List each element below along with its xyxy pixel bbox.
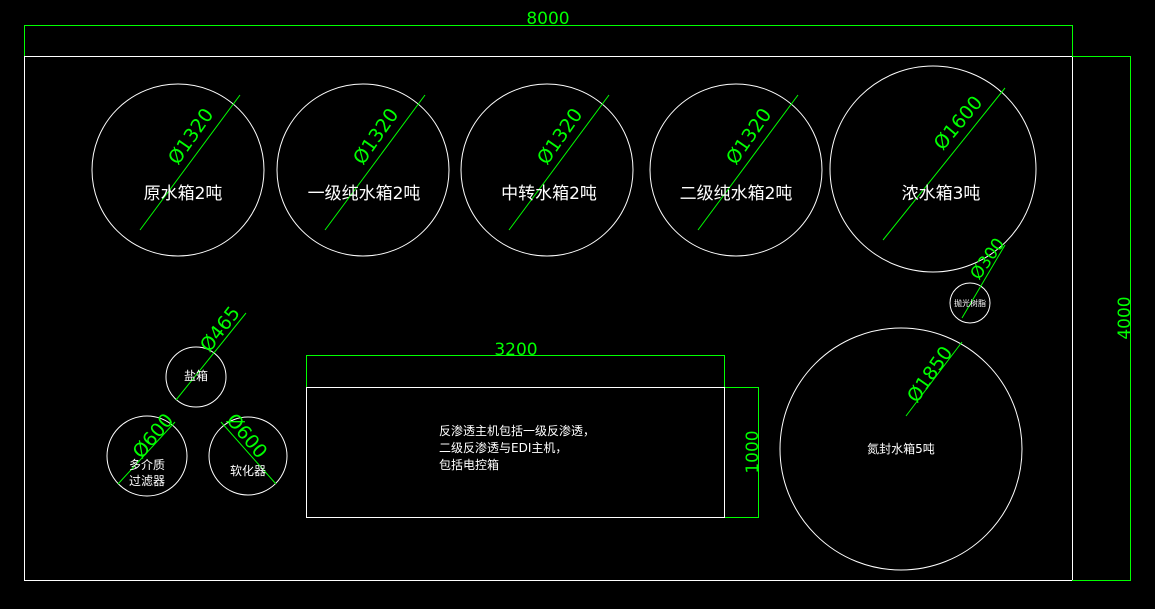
ro-unit-outline: [306, 387, 725, 518]
ro-unit-note-1: 反渗透主机包括一级反渗透，: [439, 423, 595, 438]
overall-height-dimension: 4000: [1072, 56, 1135, 581]
concentrate-water-tank-label: 浓水箱3吨: [902, 184, 981, 204]
secondary-pure-water-tank-label: 二级纯水箱2吨: [680, 184, 793, 204]
ro-unit-note-2: 二级反渗透与EDI主机，: [439, 440, 567, 455]
secondary-pure-water-tank: Ø1320 二级纯水箱2吨: [649, 83, 823, 257]
polishing-resin-dia: Ø300: [967, 235, 1010, 284]
raw-water-tank: Ø1320 原水箱2吨: [91, 83, 265, 257]
multi-media-filter-label-1: 多介质: [129, 458, 165, 472]
overall-height-text: 4000: [1115, 296, 1135, 339]
salt-box-label: 盐箱: [184, 368, 208, 383]
raw-water-tank-dia: Ø1320: [164, 104, 218, 168]
polishing-resin-unit: Ø300 抛光树脂: [949, 235, 1010, 324]
room-outline: [24, 56, 1073, 581]
salt-box: Ø465 盐箱: [165, 302, 247, 408]
water-softener: Ø600 软化器: [208, 409, 288, 496]
concentrate-water-tank-dia: Ø1600: [930, 92, 988, 155]
nitrogen-sealed-tank: Ø1850 氮封水箱5吨: [779, 327, 1023, 571]
multi-media-filter: Ø600 多介质 过滤器: [106, 409, 188, 497]
overall-width-dimension: 8000: [24, 9, 1073, 56]
raw-water-tank-label: 原水箱2吨: [144, 184, 223, 204]
ro-unit-note-3: 包括电控箱: [439, 457, 499, 472]
ro-unit-width-text: 3200: [494, 340, 537, 360]
water-softener-label: 软化器: [230, 464, 266, 478]
multi-media-filter-label-2: 过滤器: [129, 474, 165, 488]
ro-unit-height-text: 1000: [743, 430, 763, 473]
transfer-water-tank: Ø1320 中转水箱2吨: [460, 83, 634, 257]
concentrate-water-tank: Ø1600 浓水箱3吨: [829, 65, 1037, 273]
nitrogen-sealed-tank-dia: Ø1850: [903, 342, 957, 406]
nitrogen-sealed-tank-label: 氮封水箱5吨: [867, 441, 935, 456]
transfer-water-tank-label: 中转水箱2吨: [501, 184, 597, 204]
ro-unit: 3200 1000 反渗透主机包括一级反渗透， 二级反渗透与EDI主机， 包括电…: [306, 340, 763, 518]
overall-width-text: 8000: [526, 9, 569, 29]
secondary-pure-water-tank-dia: Ø1320: [722, 104, 776, 168]
transfer-water-tank-dia: Ø1320: [533, 104, 587, 168]
salt-box-dia: Ø465: [196, 302, 245, 356]
polishing-resin-label: 抛光树脂: [954, 298, 986, 308]
primary-pure-water-tank: Ø1320 一级纯水箱2吨: [276, 83, 450, 257]
primary-pure-water-tank-label: 一级纯水箱2吨: [308, 184, 421, 204]
primary-pure-water-tank-dia: Ø1320: [349, 104, 403, 168]
